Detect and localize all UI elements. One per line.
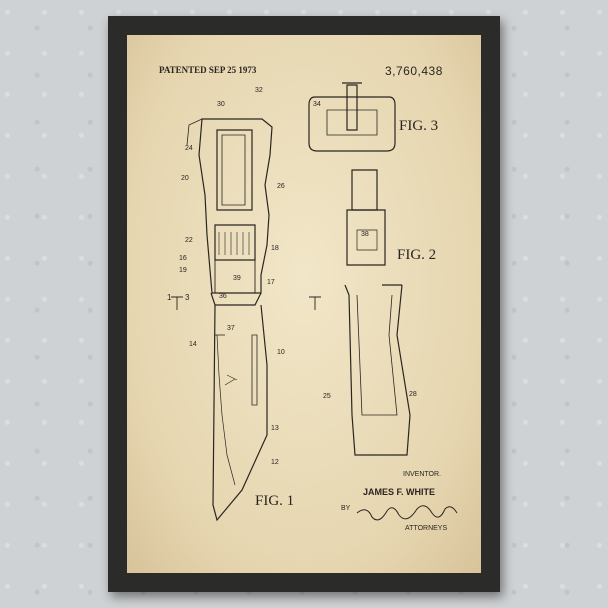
fig3-label: FIG. 3 (399, 118, 439, 134)
ref-numeral: 19 (179, 267, 187, 274)
ref-numeral: 16 (179, 255, 187, 262)
by-label: BY (341, 505, 351, 512)
attorneys-label: ATTORNEYS (405, 525, 448, 532)
ref-numeral: 38 (361, 231, 369, 238)
ref-numeral: 37 (227, 325, 235, 332)
fig1-knife-drawing (186, 118, 273, 522)
ref-numeral: 26 (277, 183, 285, 190)
fig1-label: FIG. 1 (255, 493, 295, 509)
ref-numeral: 17 (267, 279, 275, 286)
ref-numeral: 36 (219, 293, 227, 300)
ref-numeral: 32 (255, 87, 263, 94)
fig2-sheath-drawing (344, 169, 411, 456)
ref-numeral: 14 (189, 341, 197, 348)
patent-number: 3,760,438 (385, 64, 443, 78)
fig2-label: FIG. 2 (397, 247, 437, 263)
ref-numeral: 28 (409, 391, 417, 398)
ref-numeral: 3 (185, 293, 190, 302)
inventor-label: INVENTOR. (403, 471, 441, 478)
section-markers (171, 296, 321, 310)
ref-numeral: 20 (181, 175, 189, 182)
ref-numeral: 18 (271, 245, 279, 252)
inventor-name: JAMES F. WHITE (363, 487, 436, 497)
ref-numeral: 22 (185, 237, 193, 244)
ref-numeral: 1 (167, 293, 172, 302)
knife-patent-drawing (171, 82, 458, 522)
ref-numeral: 24 (185, 145, 193, 152)
fig3-section-drawing (308, 82, 396, 152)
patent-print: PATENTED SEP 25 1973 3,760,438 FIG. 1 FI… (127, 35, 481, 573)
ref-numeral: 13 (271, 425, 279, 432)
patent-date: PATENTED SEP 25 1973 (159, 65, 257, 75)
ref-numeral: 10 (277, 349, 285, 356)
ref-numeral: 39 (233, 275, 241, 282)
ref-numeral: 25 (323, 393, 331, 400)
ref-numeral: 34 (313, 101, 321, 108)
ref-numeral: 12 (271, 459, 279, 466)
ref-numeral: 30 (217, 101, 225, 108)
attorney-signature (356, 505, 458, 521)
